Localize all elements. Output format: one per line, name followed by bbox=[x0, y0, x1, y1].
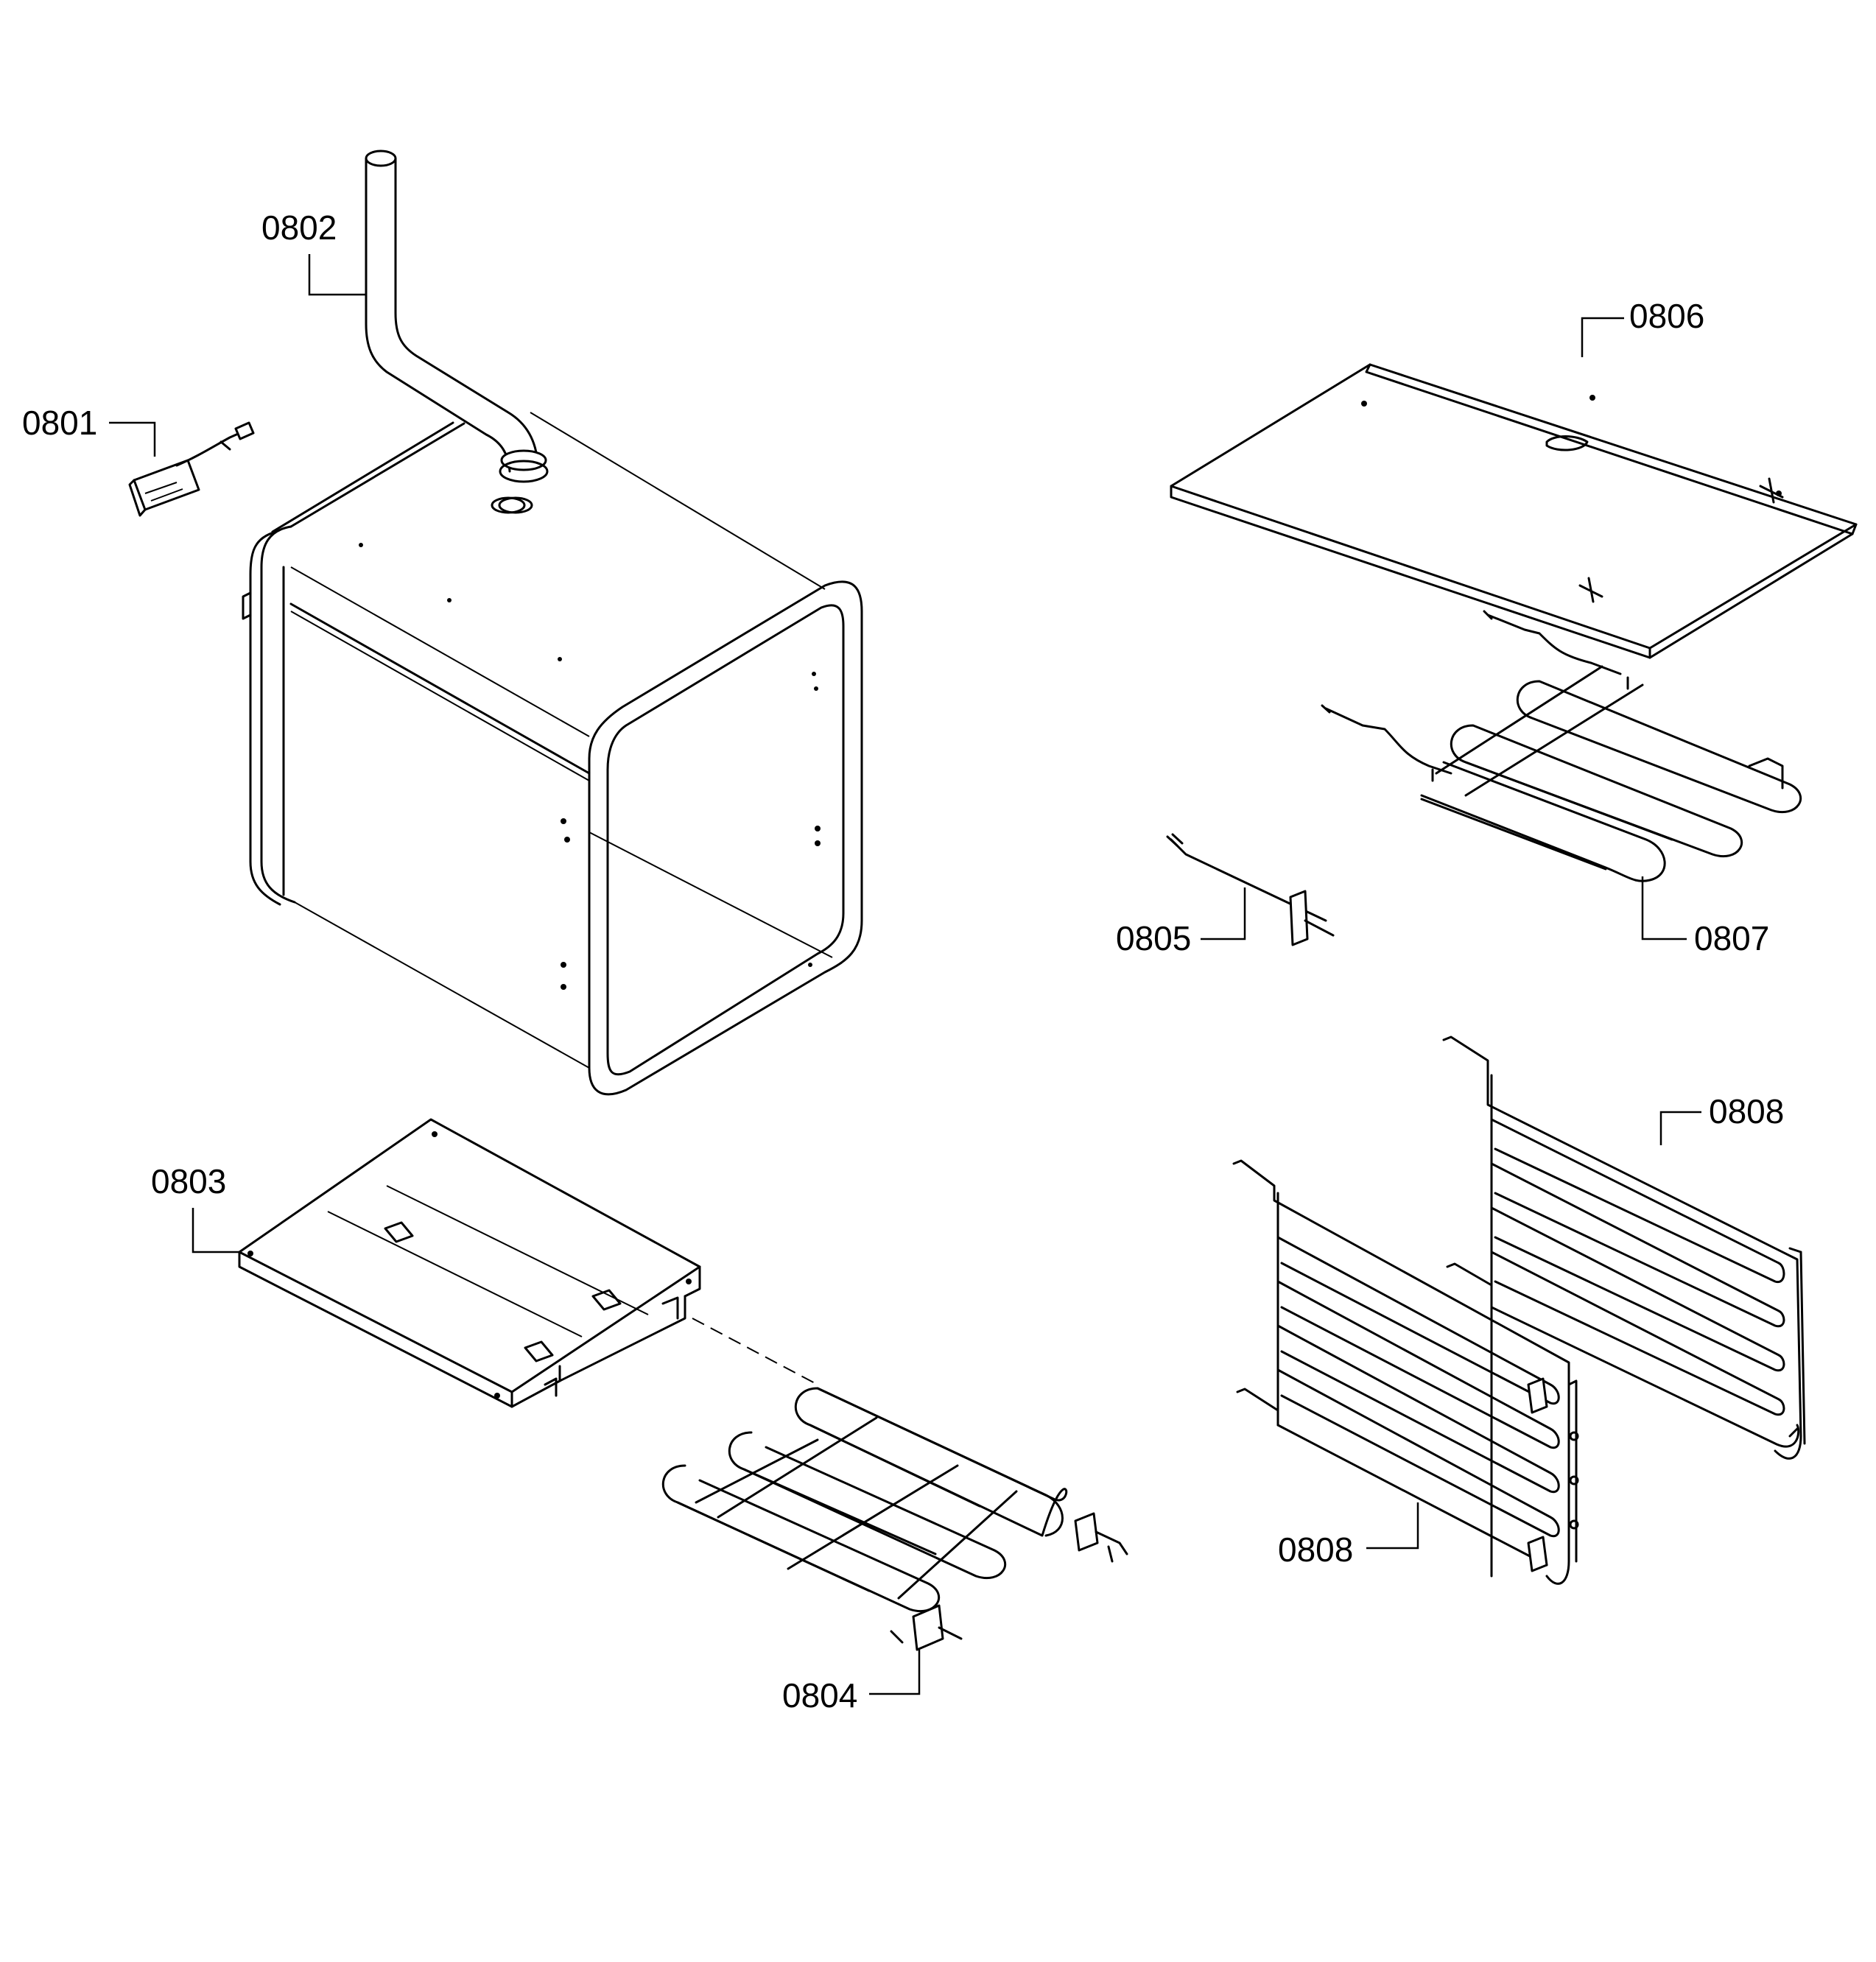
label-0802: 0802 bbox=[261, 208, 366, 296]
part-0808-shelf-rack-left[interactable] bbox=[1232, 1159, 1579, 1585]
part-0803-bottom-tray[interactable] bbox=[238, 1118, 701, 1408]
label-0803-text: 0803 bbox=[151, 1162, 226, 1200]
assembly-line bbox=[692, 1318, 818, 1385]
label-0801-text: 0801 bbox=[22, 404, 97, 442]
label-0803: 0803 bbox=[151, 1162, 239, 1254]
label-0804: 0804 bbox=[782, 1650, 921, 1715]
label-0808-upper: 0808 bbox=[1659, 1092, 1784, 1145]
part-0806-top-cover[interactable] bbox=[1170, 363, 1858, 659]
label-0805: 0805 bbox=[1116, 887, 1246, 957]
part-0808-shelf-rack-right[interactable] bbox=[1442, 1036, 1806, 1578]
label-0805-text: 0805 bbox=[1116, 919, 1191, 957]
label-0807: 0807 bbox=[1641, 876, 1769, 957]
part-0801-lamp[interactable] bbox=[128, 421, 255, 517]
label-0806-text: 0806 bbox=[1629, 297, 1704, 335]
label-0808-lower: 0808 bbox=[1278, 1502, 1419, 1569]
label-0804-text: 0804 bbox=[782, 1676, 857, 1715]
part-0807-upper-heater[interactable] bbox=[1321, 610, 1802, 882]
label-0808-upper-text: 0808 bbox=[1709, 1092, 1784, 1131]
label-0806: 0806 bbox=[1581, 297, 1704, 357]
label-0801: 0801 bbox=[22, 404, 156, 457]
label-0807-text: 0807 bbox=[1694, 919, 1769, 957]
label-0802-text: 0802 bbox=[261, 208, 337, 247]
label-0808-lower-text: 0808 bbox=[1278, 1530, 1353, 1569]
part-0804-lower-heater[interactable] bbox=[661, 1387, 1128, 1651]
oven-cavity bbox=[242, 412, 863, 1096]
part-0805-temperature-sensor[interactable] bbox=[1166, 833, 1335, 946]
